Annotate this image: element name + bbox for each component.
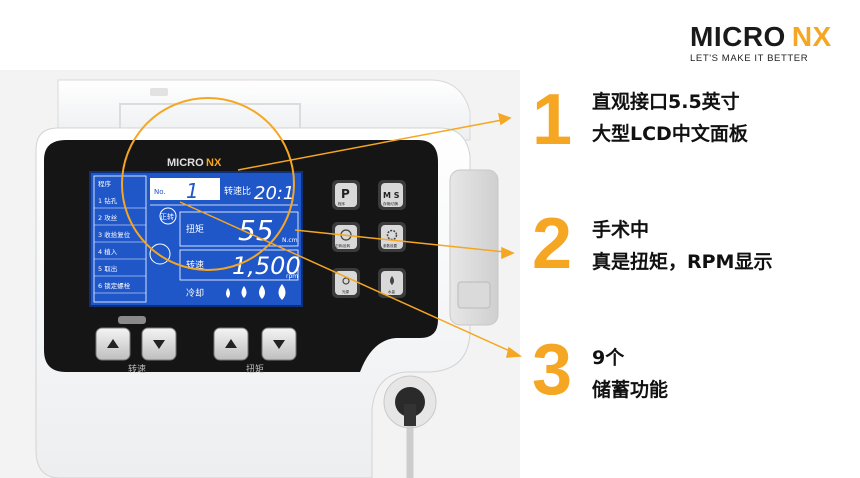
lcd-menu-title: 程序 — [98, 179, 112, 188]
arrow-down-icon — [273, 340, 285, 349]
torque-label: 扭矩 — [186, 223, 204, 235]
feature-text-3: 9个 储蓄功能 — [592, 342, 668, 406]
feature-3-line-1: 9个 — [592, 347, 625, 369]
program-box — [150, 178, 220, 200]
callout-circle — [121, 97, 295, 271]
feature-2-line-2: 真是扭矩，RPM显示 — [592, 251, 773, 273]
speed-value: 1,500 — [232, 252, 301, 280]
feature-number-2: 2 — [532, 204, 573, 284]
feature-text-1: 直观接口5.5英寸 大型LCD中文面板 — [592, 86, 748, 150]
feature-1-line-2: 大型LCD中文面板 — [592, 123, 748, 145]
key-light-label: 光源 — [342, 289, 350, 294]
feature-number-1: 1 — [532, 80, 573, 160]
brand-logo-micro: MICRO — [690, 21, 786, 52]
key-ms-label: 存储/切换 — [383, 201, 399, 206]
arrow-down-icon — [153, 340, 165, 349]
cooling-drops-icon — [226, 284, 286, 300]
torque-unit: N.cm — [282, 237, 298, 244]
key-water-label: 水量 — [388, 289, 396, 294]
key-light[interactable]: 光源 — [332, 268, 360, 298]
feature-3-line-2: 储蓄功能 — [592, 379, 669, 401]
key-memory[interactable]: M S 存储/切换 — [378, 180, 406, 210]
key-ms-glyph: M S — [383, 191, 400, 200]
feature-1-line-1: 直观接口5.5英寸 — [592, 91, 740, 113]
top-notch — [150, 88, 168, 96]
torque-down-button[interactable] — [261, 327, 297, 361]
callout-arrows — [179, 112, 523, 358]
cooling-label: 冷却 — [186, 287, 204, 299]
no-label: No. — [154, 188, 166, 196]
lcd-menu-item: 2 攻丝 — [98, 213, 118, 222]
torque-buttons-label: 扭矩 — [246, 363, 264, 375]
speed-unit: rpm — [286, 273, 298, 280]
lcd-menu-item: 1 钻孔 — [98, 196, 118, 205]
screen-logo-micro: MICRO — [167, 157, 204, 169]
key-program[interactable]: P 程序 — [332, 180, 360, 210]
lcd-menu-item: 5 取出 — [98, 264, 117, 273]
arrow-up-icon — [107, 339, 119, 348]
direction-icon — [159, 207, 177, 225]
feature-text-2: 手术中 真是扭矩，RPM显示 — [592, 214, 772, 278]
ratio-label: 转速比 — [224, 185, 251, 197]
arrow-up-icon — [225, 339, 237, 348]
key-direction-label: 正转/反转 — [335, 243, 351, 248]
feature-number-3: 3 — [532, 330, 573, 410]
program-number: 1 — [186, 179, 199, 203]
lcd-menu — [93, 175, 147, 303]
key-settings-label: 参数设置 — [383, 243, 397, 248]
direction-label: 正转 — [160, 212, 174, 221]
screen-logo-nx: NX — [206, 157, 222, 169]
speed-buttons-label: 转速 — [128, 363, 146, 375]
key-settings[interactable]: 参数设置 — [378, 222, 406, 252]
lcd-menu-item: 3 收拾复位 — [98, 230, 131, 239]
brand-tagline: LET'S MAKE IT BETTER — [690, 53, 809, 64]
torque-up-button[interactable] — [213, 327, 249, 361]
speed-up-button[interactable] — [95, 327, 131, 361]
key-direction[interactable]: 正转/反转 — [332, 222, 360, 252]
bur-icon — [149, 243, 171, 265]
water-drop-icon — [390, 276, 394, 285]
key-p-label: 程序 — [338, 201, 346, 206]
speed-down-button[interactable] — [141, 327, 177, 361]
key-p-glyph: P — [341, 187, 350, 201]
brand-logo-nx: NX — [791, 21, 832, 52]
feature-2-line-1: 手术中 — [592, 219, 650, 241]
key-water[interactable]: 水量 — [378, 268, 406, 298]
ratio-value: 20:1 — [254, 183, 294, 204]
lcd-menu-item: 6 锁定螺栓 — [98, 281, 131, 290]
light-icon — [342, 277, 350, 285]
lcd-menu-item: 4 植入 — [98, 247, 118, 256]
